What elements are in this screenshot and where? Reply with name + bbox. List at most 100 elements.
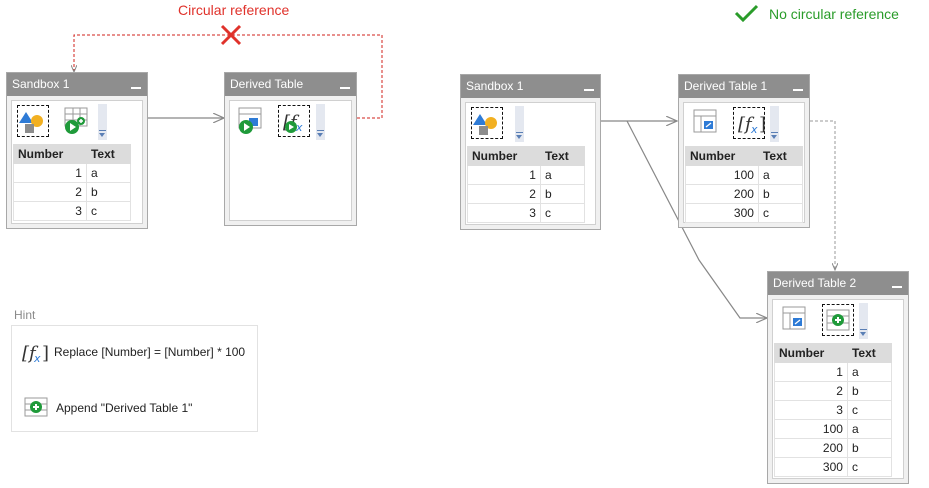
run-table-icon[interactable] bbox=[61, 105, 93, 137]
column-header[interactable]: Text bbox=[85, 144, 132, 164]
column-header[interactable]: Number bbox=[774, 343, 848, 363]
cell-number[interactable]: 2 bbox=[467, 184, 541, 204]
panel-derived-left[interactable]: Derived Table [fx bbox=[224, 72, 357, 226]
cell-text[interactable]: c bbox=[846, 400, 893, 420]
formula-icon[interactable]: [fx bbox=[278, 105, 310, 137]
cell-number[interactable]: 3 bbox=[774, 400, 848, 420]
cell-text[interactable]: b bbox=[85, 182, 132, 202]
cell-number[interactable]: 3 bbox=[467, 203, 541, 223]
cell-text[interactable]: a bbox=[757, 165, 804, 185]
svg-text:]: ] bbox=[42, 343, 49, 364]
cell-text[interactable]: b bbox=[757, 184, 804, 204]
append-table-icon[interactable] bbox=[822, 304, 854, 336]
panel-title: Sandbox 1 bbox=[466, 79, 524, 93]
svg-text:x: x bbox=[295, 121, 303, 134]
cell-number[interactable]: 200 bbox=[774, 438, 848, 458]
cell-number[interactable]: 1 bbox=[467, 165, 541, 185]
panel-header[interactable]: Sandbox 1 bbox=[7, 73, 147, 96]
cell-text[interactable]: c bbox=[539, 203, 586, 223]
column-header[interactable]: Number bbox=[467, 146, 541, 166]
derived-source-icon[interactable] bbox=[690, 107, 722, 139]
cell-text[interactable]: c bbox=[846, 457, 893, 477]
hint-title: Hint bbox=[14, 308, 36, 322]
append-table-icon bbox=[23, 395, 49, 419]
derived-source-icon[interactable] bbox=[235, 105, 267, 137]
toolbar-scroll[interactable] bbox=[859, 303, 868, 339]
cell-number[interactable]: 2 bbox=[774, 381, 848, 401]
hint-text: Append "Derived Table 1" bbox=[56, 401, 193, 415]
cell-number[interactable]: 3 bbox=[13, 201, 87, 221]
column-header[interactable]: Text bbox=[757, 146, 804, 166]
error-cross-icon bbox=[220, 24, 242, 46]
derived-source-icon[interactable] bbox=[779, 304, 811, 336]
shapes-icon[interactable] bbox=[471, 107, 503, 139]
cell-number[interactable]: 1 bbox=[774, 362, 848, 382]
column-header[interactable]: Number bbox=[13, 144, 87, 164]
cell-number[interactable]: 2 bbox=[13, 182, 87, 202]
cell-number[interactable]: 100 bbox=[774, 419, 848, 439]
cell-text[interactable]: b bbox=[846, 438, 893, 458]
cell-text[interactable]: c bbox=[757, 203, 804, 223]
toolbar-scroll[interactable] bbox=[515, 106, 524, 142]
panel-header[interactable]: Sandbox 1 bbox=[461, 75, 600, 98]
cell-text[interactable]: c bbox=[85, 201, 132, 221]
cell-text[interactable]: b bbox=[539, 184, 586, 204]
column-header[interactable]: Number bbox=[685, 146, 759, 166]
circular-reference-label: Circular reference bbox=[178, 2, 290, 18]
toolbar-scroll[interactable] bbox=[98, 104, 107, 140]
cell-text[interactable]: a bbox=[539, 165, 586, 185]
cell-text[interactable]: b bbox=[846, 381, 893, 401]
panel-header[interactable]: Derived Table bbox=[225, 73, 356, 96]
column-header[interactable]: Text bbox=[846, 343, 893, 363]
toolbar-scroll[interactable] bbox=[770, 106, 779, 142]
cell-text[interactable]: a bbox=[85, 163, 132, 183]
panel-title: Sandbox 1 bbox=[12, 77, 70, 91]
cell-text[interactable]: a bbox=[846, 419, 893, 439]
cell-number[interactable]: 1 bbox=[13, 163, 87, 183]
toolbar-scroll[interactable] bbox=[316, 104, 325, 140]
svg-text:[f: [f bbox=[22, 343, 39, 364]
panel-header[interactable]: Derived Table 1 bbox=[679, 75, 809, 98]
minimize-icon[interactable] bbox=[793, 89, 803, 91]
panel-header[interactable]: Derived Table 2 bbox=[768, 272, 908, 295]
cell-number[interactable]: 200 bbox=[685, 184, 759, 204]
minimize-icon[interactable] bbox=[584, 89, 594, 91]
minimize-icon[interactable] bbox=[892, 286, 902, 288]
cell-number[interactable]: 100 bbox=[685, 165, 759, 185]
cell-number[interactable]: 300 bbox=[685, 203, 759, 223]
cell-number[interactable]: 300 bbox=[774, 457, 848, 477]
cell-text[interactable]: a bbox=[846, 362, 893, 382]
no-circular-reference-label: No circular reference bbox=[769, 6, 899, 22]
minimize-icon[interactable] bbox=[340, 87, 350, 89]
minimize-icon[interactable] bbox=[131, 87, 141, 89]
column-header[interactable]: Text bbox=[539, 146, 586, 166]
shapes-icon[interactable] bbox=[17, 105, 49, 137]
